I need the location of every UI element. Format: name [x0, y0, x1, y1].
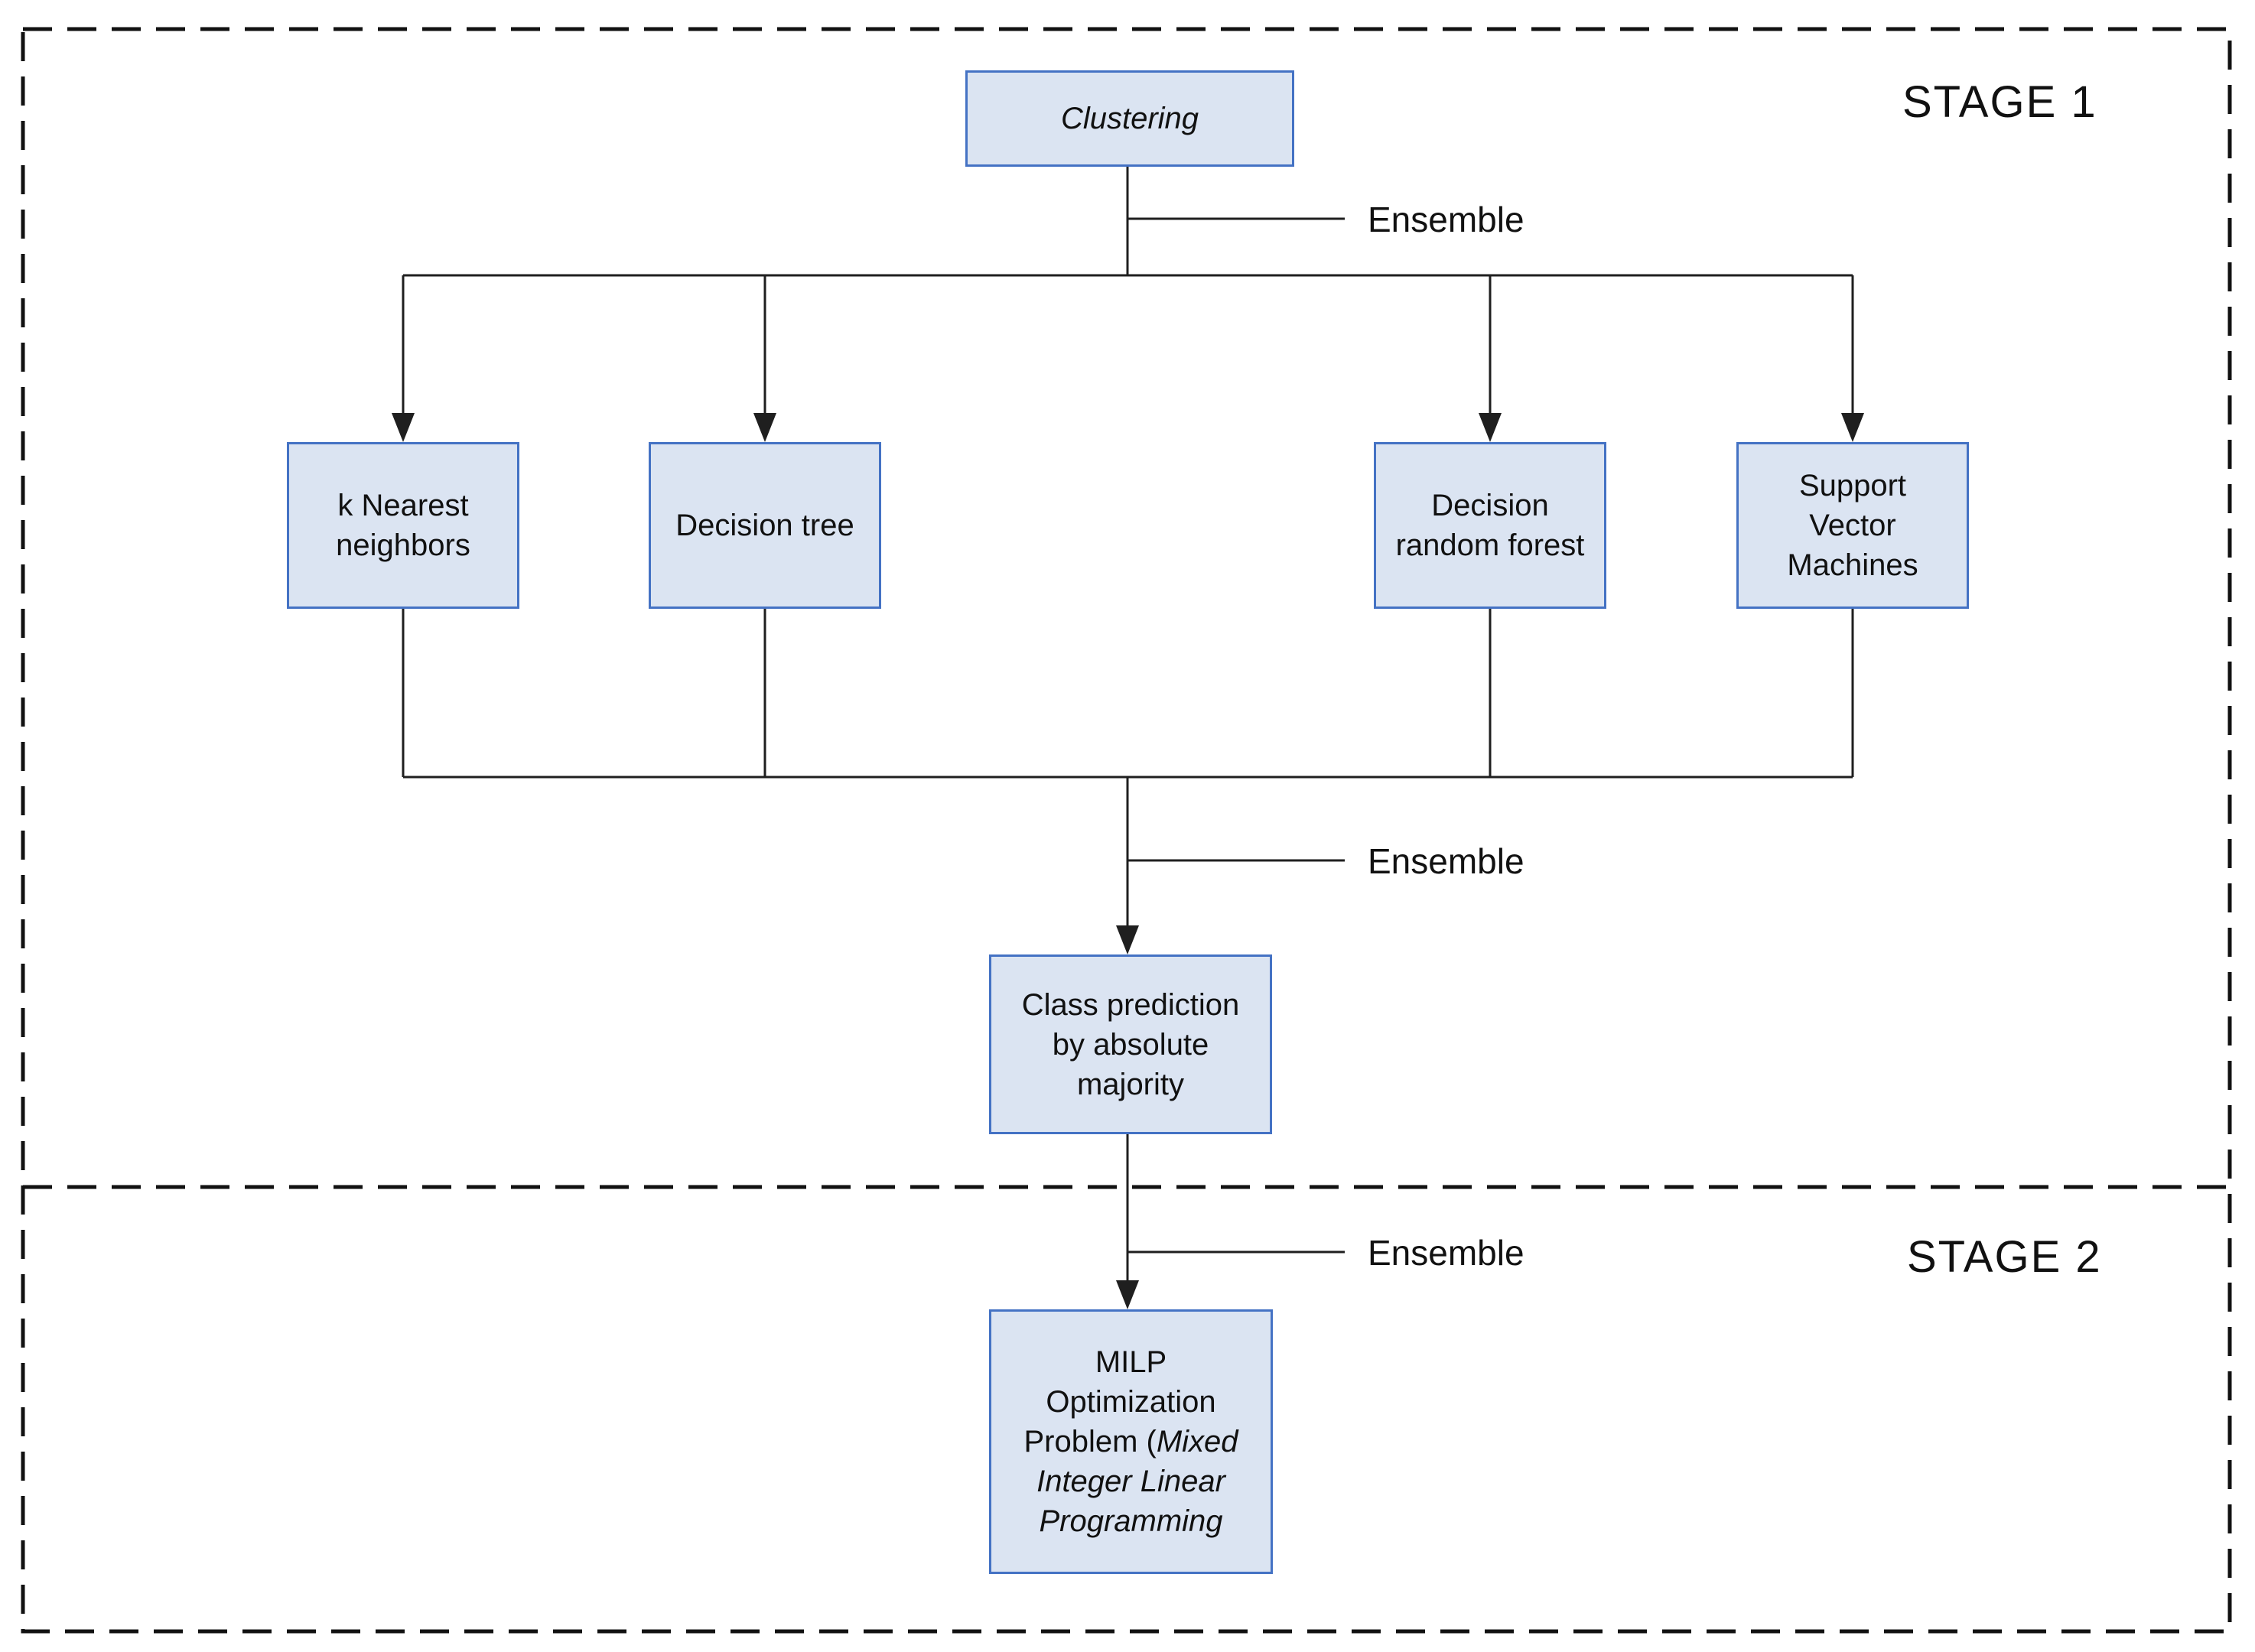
- arrowhead-class-prediction: [1116, 925, 1139, 954]
- milp-text: MILP Optimization Problem (Mixed Integer…: [1011, 1342, 1251, 1541]
- arrowhead-decision-tree: [753, 413, 776, 442]
- arrowhead-knn: [392, 413, 415, 442]
- node-milp: MILP Optimization Problem (Mixed Integer…: [989, 1309, 1273, 1574]
- milp-regular-text: MILP Optimization Problem (: [1023, 1345, 1216, 1459]
- arrowhead-milp: [1116, 1280, 1139, 1309]
- node-decision-tree: Decision tree: [649, 442, 881, 609]
- node-class-prediction: Class prediction by absolute majority: [989, 954, 1272, 1134]
- node-clustering: Clustering: [965, 70, 1294, 167]
- ensemble-label-middle: Ensemble: [1368, 841, 1524, 881]
- stage-1-label: STAGE 1: [1902, 77, 2097, 127]
- milp-italic-text: Mixed Integer Linear Programming: [1036, 1425, 1238, 1538]
- node-knn: k Nearest neighbors: [287, 442, 519, 609]
- node-svm: Support Vector Machines: [1736, 442, 1969, 609]
- ensemble-label-top: Ensemble: [1368, 200, 1524, 239]
- arrowhead-svm: [1841, 413, 1864, 442]
- stage-2-label: STAGE 2: [1907, 1232, 2102, 1282]
- arrowhead-random-forest: [1479, 413, 1502, 442]
- node-random-forest: Decision random forest: [1374, 442, 1606, 609]
- ensemble-label-bottom: Ensemble: [1368, 1233, 1524, 1273]
